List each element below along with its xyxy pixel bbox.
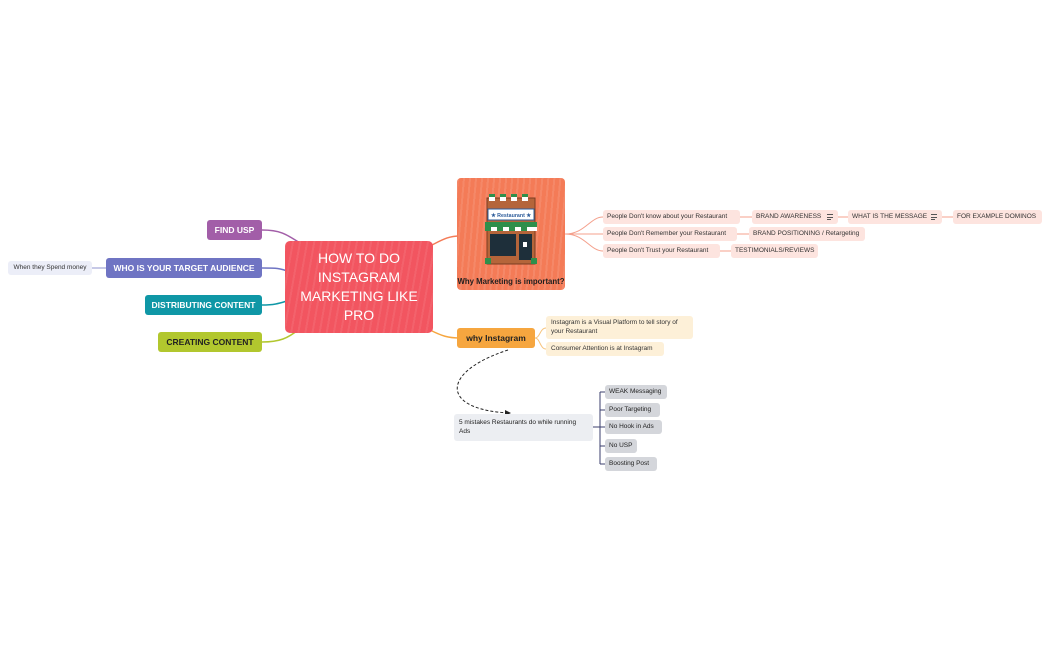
mistake-item[interactable]: Poor Targeting [605,403,660,417]
subtopic-dont-remember[interactable]: People Don't Remember your Restaurant [603,227,737,241]
link-know [564,216,604,235]
topic-why-instagram[interactable]: why Instagram [457,328,535,348]
subtopic-brand-awareness[interactable]: BRAND AWARENESS [752,210,838,224]
why-marketing-title: Why Marketing is important? [457,277,565,286]
subtopic-brand-positioning[interactable]: BRAND POSITIONING / Retargeting [749,227,865,241]
subtopic-visual-platform[interactable]: Instagram is a Visual Platform to tell s… [546,316,693,339]
note-lines-icon[interactable] [827,214,833,222]
link-visual [534,327,547,339]
floating-topic-mistakes[interactable]: 5 mistakes Restaurants do while running … [454,414,593,441]
mistake-item[interactable]: No USP [605,439,637,453]
mistake-item[interactable]: No Hook in Ads [605,420,662,434]
topic-why-marketing[interactable]: ★ Restaurant ★ Why Marketing is importan… [457,178,565,290]
restaurant-sign-text: ★ Restaurant ★ [490,213,531,219]
central-topic[interactable]: HOW TO DO INSTAGRAM MARKETING LIKE PRO [285,241,433,333]
message-label: WHAT IS THE MESSAGE [852,213,928,220]
link-why-instagram [429,329,461,339]
topic-distributing-content[interactable]: DISTRIBUTING CONTENT [145,295,262,315]
dashed-relationship [456,349,511,414]
subtopic-testimonials[interactable]: TESTIMONIALS/REVIEWS [731,244,818,258]
subtopic-example-dominos[interactable]: FOR EXAMPLE DOMINOS [953,210,1042,224]
link-attention [534,337,547,350]
mistake-item[interactable]: WEAK Messaging [605,385,667,399]
brand-awareness-label: BRAND AWARENESS [756,213,822,220]
link-mistakes-bracket [593,392,601,464]
subtopic-dont-know[interactable]: People Don't know about your Restaurant [603,210,740,224]
subtopic-what-is-message[interactable]: WHAT IS THE MESSAGE [848,210,942,224]
restaurant-storefront-icon: ★ Restaurant ★ [485,194,537,265]
topic-creating-content[interactable]: CREATING CONTENT [158,332,262,352]
mistake-item[interactable]: Boosting Post [605,457,657,471]
subtopic-consumer-attention[interactable]: Consumer Attention is at Instagram [546,342,664,356]
link-trust [564,233,604,252]
topic-find-usp[interactable]: FIND USP [207,220,262,240]
central-topic-title: HOW TO DO INSTAGRAM MARKETING LIKE PRO [300,250,418,323]
topic-target-audience[interactable]: WHO IS YOUR TARGET AUDIENCE [106,258,262,278]
subtopic-when-spend-money[interactable]: When they Spend money [8,261,92,275]
link-why-marketing [429,235,461,247]
link-find-usp [261,229,301,244]
subtopic-dont-trust[interactable]: People Don't Trust your Restaurant [603,244,720,258]
note-lines-icon[interactable] [931,214,937,222]
